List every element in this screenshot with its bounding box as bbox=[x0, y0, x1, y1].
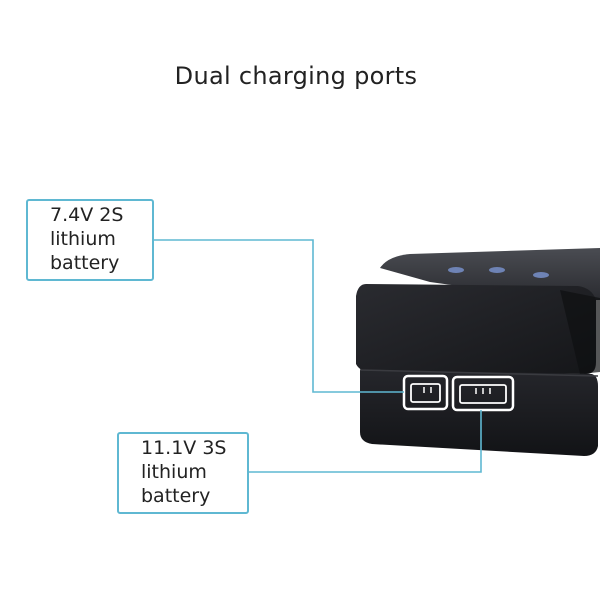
callout-2s-battery: 7.4V 2S lithium battery bbox=[26, 199, 154, 281]
leader-line-3s bbox=[249, 410, 482, 473]
charger-upper-block bbox=[356, 284, 596, 374]
charger-lower-block bbox=[360, 370, 598, 456]
led-indicator-2 bbox=[489, 267, 505, 273]
callout-3s-line-2: lithium bbox=[141, 461, 207, 483]
headline: Dual charging ports bbox=[174, 62, 418, 90]
led-indicator-1 bbox=[448, 267, 464, 273]
led-indicator-3 bbox=[533, 272, 549, 278]
callout-2s-line-2: lithium bbox=[50, 228, 116, 250]
leader-line-2s bbox=[154, 239, 404, 393]
callout-2s-line-3: battery bbox=[50, 252, 120, 274]
callout-3s-line-3: battery bbox=[141, 485, 211, 507]
callout-3s-line-1: 11.1V 3S bbox=[141, 437, 227, 459]
callout-3s-battery: 11.1V 3S lithium battery bbox=[117, 432, 249, 514]
port-3s bbox=[451, 375, 515, 412]
callout-2s-line-1: 7.4V 2S bbox=[50, 204, 124, 226]
